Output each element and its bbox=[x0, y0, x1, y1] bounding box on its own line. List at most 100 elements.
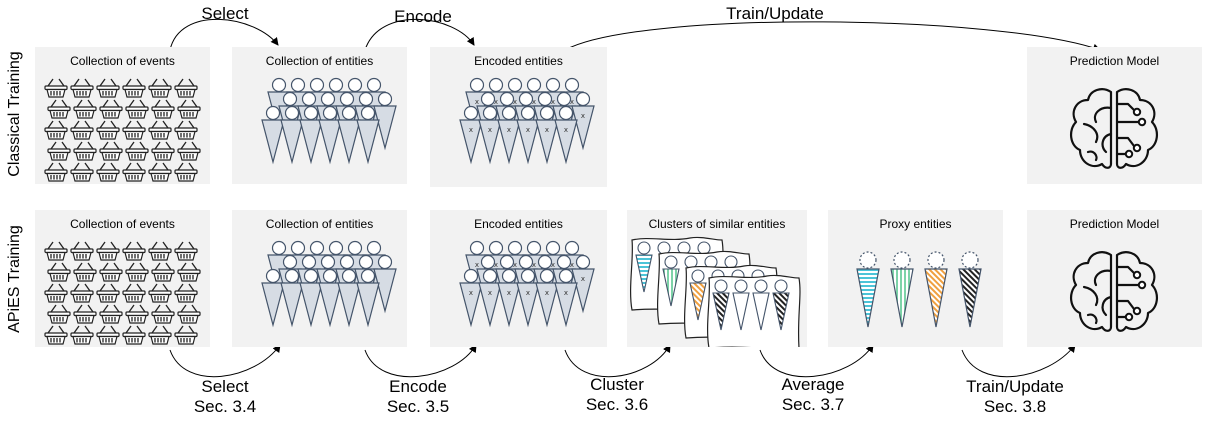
encoded-mark: x bbox=[513, 261, 517, 269]
basket-icon bbox=[44, 241, 68, 261]
encoded-mark: x bbox=[507, 289, 511, 297]
basket-icon bbox=[151, 262, 175, 282]
brain-icon bbox=[1070, 251, 1158, 332]
arrow-label-apies-average: Average Sec. 3.7 bbox=[768, 375, 858, 415]
basket-icon bbox=[99, 99, 123, 119]
basket-icon bbox=[174, 283, 198, 303]
encoded-mark: x bbox=[545, 126, 549, 134]
basket-icon bbox=[122, 162, 146, 182]
box-title: Proxy entities bbox=[879, 217, 952, 231]
basket-icon bbox=[174, 325, 198, 345]
arrow-label-text: Encode bbox=[389, 377, 447, 396]
basket-icon bbox=[125, 99, 149, 119]
basket-icon bbox=[148, 120, 172, 140]
encoded-mark: x bbox=[564, 289, 568, 297]
person-cone-icon bbox=[280, 105, 304, 165]
basket-icon bbox=[148, 241, 172, 261]
encoded-mark: x bbox=[469, 289, 473, 297]
box-title: Clusters of similar entities bbox=[648, 217, 786, 231]
basket-icon bbox=[125, 141, 149, 161]
person-cone-icon bbox=[299, 105, 323, 165]
arrow-label-classical-encode: Encode bbox=[394, 7, 452, 26]
arrow-classical-train bbox=[564, 21, 1101, 52]
person-cone-icon: x bbox=[497, 105, 521, 165]
encoded-mark: x bbox=[526, 289, 530, 297]
arrow-label-text: Select bbox=[201, 377, 249, 396]
row-label-apies: APiES Training bbox=[6, 225, 23, 333]
proxy-entity-icon bbox=[958, 251, 982, 328]
box-title: Collection of entities bbox=[265, 54, 374, 68]
person-cone-icon: x bbox=[571, 91, 595, 151]
basket-icon bbox=[174, 241, 198, 261]
basket-icon bbox=[177, 262, 201, 282]
section-ref: Sec. 3.7 bbox=[781, 395, 845, 414]
basket-icon bbox=[70, 162, 94, 182]
basket-icon bbox=[177, 141, 201, 161]
encoded-mark: x bbox=[513, 98, 517, 106]
classical-entities-box: Collection of entities bbox=[232, 47, 407, 184]
person-cone-icon bbox=[318, 105, 342, 165]
basket-icon bbox=[174, 78, 198, 98]
basket-icon bbox=[70, 120, 94, 140]
clusters-icon bbox=[630, 236, 801, 347]
classical-encoded-box: Encoded entities xxxxxxxxxxxxxxxxxx bbox=[430, 47, 607, 187]
basket-icon bbox=[73, 141, 97, 161]
shopping-basket-icon bbox=[44, 241, 201, 345]
basket-icon bbox=[96, 325, 120, 345]
section-ref: Sec. 3.4 bbox=[193, 397, 257, 416]
basket-icon bbox=[44, 120, 68, 140]
basket-icon bbox=[151, 141, 175, 161]
classical-model-box: Prediction Model bbox=[1027, 47, 1202, 184]
person-cone-icon bbox=[337, 105, 361, 165]
basket-icon bbox=[177, 304, 201, 324]
person-cone-icon bbox=[299, 268, 323, 328]
section-ref: Sec. 3.5 bbox=[386, 397, 450, 416]
encoded-mark: x bbox=[475, 261, 479, 269]
basket-icon bbox=[125, 262, 149, 282]
encoded-mark: x bbox=[532, 261, 536, 269]
section-ref: Sec. 3.8 bbox=[983, 397, 1047, 416]
basket-icon bbox=[73, 262, 97, 282]
arrow-classical-encode bbox=[364, 18, 475, 51]
basket-icon bbox=[125, 304, 149, 324]
basket-icon bbox=[174, 162, 198, 182]
person-cone-icon: x bbox=[535, 105, 559, 165]
person-cone-icon bbox=[318, 268, 342, 328]
person-cone-icon bbox=[337, 268, 361, 328]
basket-icon bbox=[99, 262, 123, 282]
basket-icon bbox=[96, 120, 120, 140]
brain-icon bbox=[1070, 88, 1158, 169]
basket-icon bbox=[151, 304, 175, 324]
apies-entities-box: Collection of entities bbox=[232, 210, 407, 347]
shopping-basket-icon bbox=[44, 78, 201, 182]
arrow-label-text: Cluster bbox=[590, 375, 644, 394]
encoded-mark: x bbox=[488, 289, 492, 297]
person-cone-icon bbox=[261, 240, 397, 328]
basket-icon bbox=[73, 304, 97, 324]
person-cone-icon: x bbox=[478, 268, 502, 328]
encoded-mark: x bbox=[564, 126, 568, 134]
basket-icon bbox=[44, 162, 68, 182]
proxy-entity-icon bbox=[856, 251, 880, 328]
basket-icon bbox=[96, 241, 120, 261]
encoded-mark: x bbox=[570, 261, 574, 269]
arrow-apies-train bbox=[961, 344, 1076, 378]
encoded-mark: x bbox=[551, 261, 555, 269]
encoded-mark: x bbox=[469, 126, 473, 134]
basket-icon bbox=[122, 120, 146, 140]
basket-icon bbox=[96, 283, 120, 303]
arrow-label-apies-encode: Encode Sec. 3.5 bbox=[373, 377, 463, 417]
basket-icon bbox=[47, 262, 71, 282]
basket-icon bbox=[96, 162, 120, 182]
arrow-label-text: Average bbox=[781, 375, 845, 394]
basket-icon bbox=[151, 99, 175, 119]
person-cone-icon bbox=[373, 254, 397, 314]
person-cone-icon: x bbox=[459, 105, 483, 165]
arrow-label-classical-select: Select bbox=[201, 4, 249, 23]
encoded-mark: x bbox=[581, 275, 585, 283]
apies-encoded-box: Encoded entities xxxxxxxxxxxxxxxxxx bbox=[430, 210, 607, 347]
basket-icon bbox=[122, 241, 146, 261]
brain-icon bbox=[1070, 88, 1158, 169]
classical-events-box: Collection of events bbox=[35, 47, 210, 184]
